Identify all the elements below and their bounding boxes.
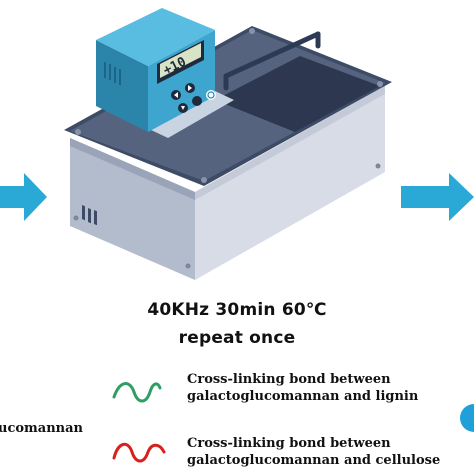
left-arrow [0,173,47,221]
legend-item-lignin: Cross-linking bond between galactoglucom… [187,371,418,405]
right-arrow [401,173,474,221]
legend-cellulose-line2: galactoglucomannan and cellulose [187,453,441,468]
condition-text-1: 40KHz 30min 60℃ [147,300,327,320]
lignin-bond-curve [112,382,162,403]
legend-lignin-line2: galactoglucomannan and lignin [187,389,419,404]
legend-cellulose-line1: Cross-linking bond between [187,436,391,451]
water-bath-device [64,8,392,280]
legend-item-cellulose: Cross-linking bond between galactoglucom… [187,435,440,469]
legend-lignin-line1: Cross-linking bond between [187,372,391,387]
edge-circle [460,404,474,432]
cellulose-bond-curve [112,442,166,463]
side-label: ucomannan [0,421,83,436]
condition-text-2: repeat once [178,328,296,348]
